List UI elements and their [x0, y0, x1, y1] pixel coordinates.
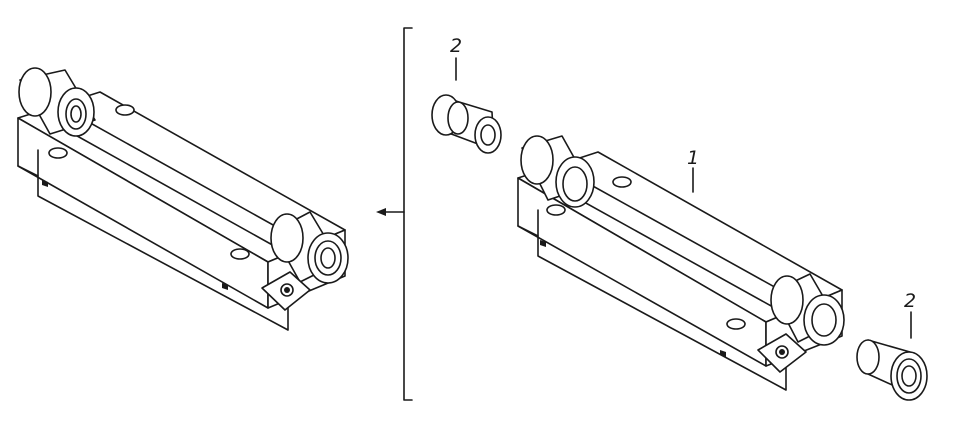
callout-label-part-1: 1	[687, 147, 699, 169]
flanged-bushing-top	[431, 57, 502, 154]
flanged-bushing-bottom	[856, 311, 928, 401]
explosion-bracket	[376, 27, 413, 401]
callout-label-bushing-bottom: 2	[904, 290, 916, 312]
assembled-hinge-bracket	[17, 67, 349, 331]
callout-label-bushing-top: 2	[450, 35, 462, 57]
bracket-body-part	[517, 135, 845, 391]
